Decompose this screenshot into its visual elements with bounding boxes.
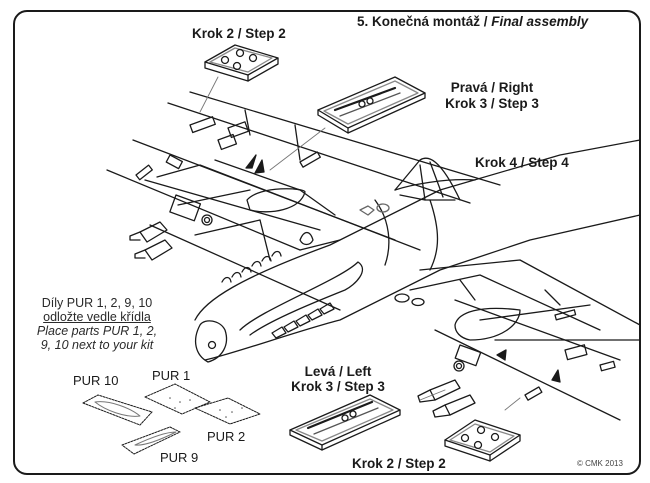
pur-parts [82,383,261,455]
label-step2-top: Krok 2 / Step 2 [192,26,286,41]
step2-top-part [204,44,279,82]
label-pur1: PUR 1 [152,368,191,383]
right-gun-bay-part [317,76,426,134]
note-line2-cz: odložte vedle křídla [43,310,151,324]
note-line1-cz: Díly PUR 1, 2, 9, 10 [41,296,153,310]
title-separator: / [480,14,492,29]
right-wing [394,259,641,421]
note-line3-en: Place parts PUR 1, 2, [36,324,158,338]
pur10-part [82,394,153,426]
left-cannons [129,221,173,261]
diagram-frame [13,10,641,475]
left-gun-bay-part [289,394,401,451]
upper-exhausts [221,250,282,283]
title-czech: 5. Konečná montáž [357,14,481,29]
note-line4-en: 9, 10 next to your kit [40,338,154,352]
instruction-note: Díly PUR 1, 2, 9, 10 odložte vedle křídl… [32,296,162,352]
label-step2-bottom: Krok 2 / Step 2 [352,456,446,471]
title-english: Final assembly [491,14,589,29]
pur2-part [194,397,261,425]
label-step3-left: Krok 3 / Step 3 [291,379,385,394]
label-right-side: Pravá / Right [450,80,534,95]
label-pur9: PUR 9 [160,450,199,465]
label-pur2: PUR 2 [207,429,246,444]
lower-exhausts [271,302,335,339]
pur1-part [144,383,211,415]
page-title: 5. Konečná montáž / Final assembly [357,14,588,30]
fuselage [194,139,641,363]
pur-dots [169,397,243,418]
copyright: © CMK 2013 [577,459,623,468]
label-step3-right: Krok 3 / Step 3 [445,96,539,111]
left-wing [106,91,501,311]
pur9-part [121,426,181,455]
label-step4: Krok 4 / Step 4 [475,155,569,170]
label-left-side: Levá / Left [304,364,372,379]
leader-lines [199,76,521,411]
canopy [394,157,461,201]
step2-bottom-part [444,419,521,462]
label-pur10: PUR 10 [73,373,119,388]
right-cannons [417,379,476,418]
